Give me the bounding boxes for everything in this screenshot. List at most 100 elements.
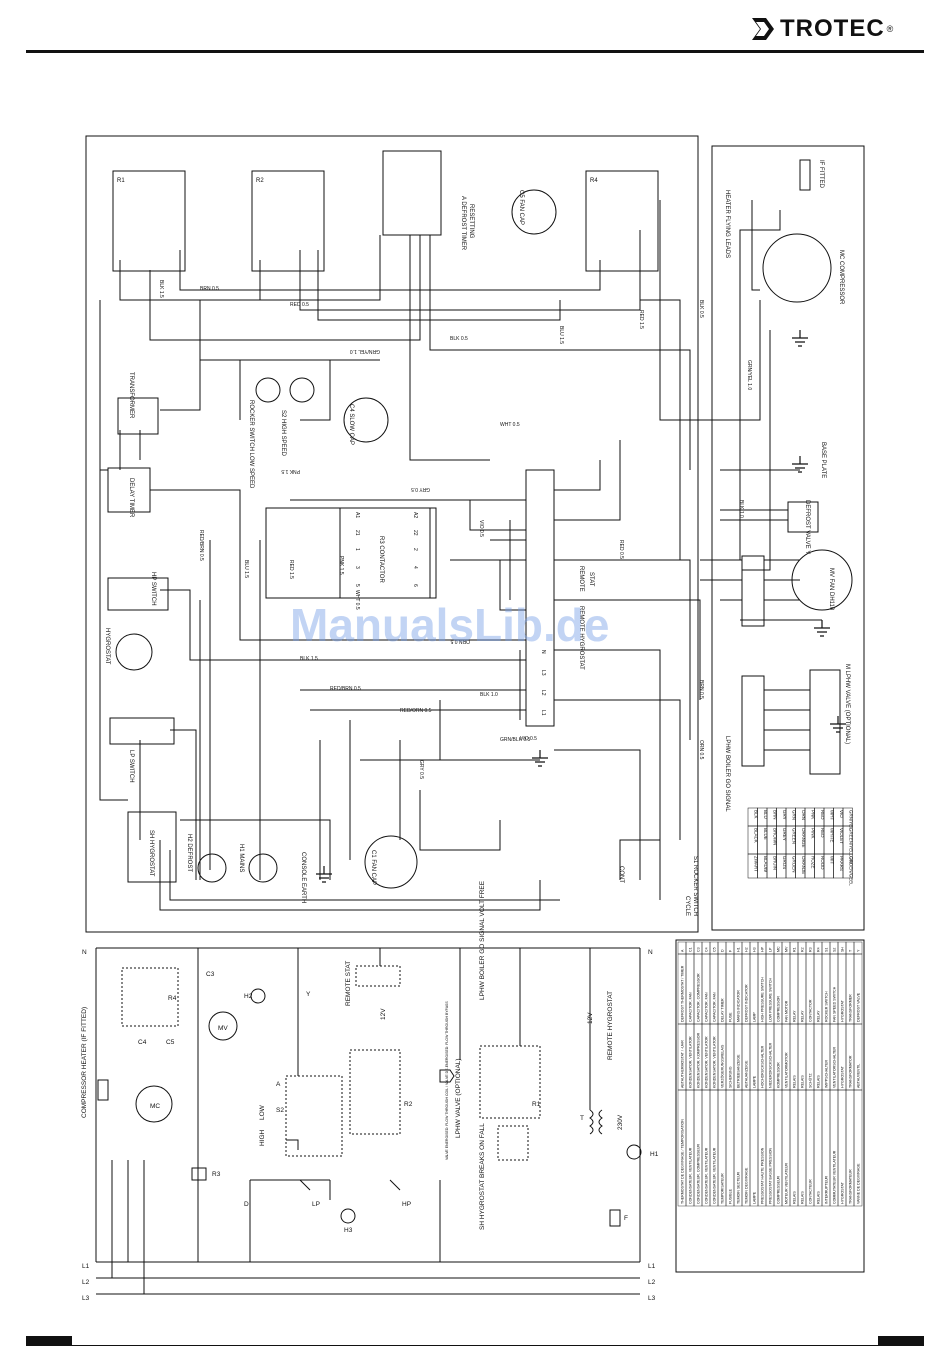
footer-bar bbox=[26, 1336, 924, 1346]
label-fan: MV FAN DH110 bbox=[828, 568, 834, 611]
schem-mc: MC bbox=[150, 1103, 160, 1110]
legend-text: INTERRUPTEUR bbox=[825, 1175, 829, 1204]
colour-table-text: PAARS bbox=[839, 856, 844, 871]
label-rocker: ROCKER SWITCH LOW SPEED bbox=[248, 400, 254, 489]
schem-lphw-boiler: LPHW BOILER GO SIGNAL VOLT FREE bbox=[479, 880, 486, 1000]
relay-r4 bbox=[585, 170, 659, 272]
colour-table-text: BLACK bbox=[754, 828, 759, 843]
legend-text: KONDENSATOR, VENTILATOR bbox=[689, 1036, 693, 1088]
legend-text: CONDENSATEUR, VENTILATEUR bbox=[705, 1147, 709, 1204]
wire bbox=[554, 559, 691, 740]
schem-c3: C3 bbox=[206, 971, 215, 978]
defrost-timer-box bbox=[382, 150, 442, 236]
wire-colour-label: BLK 0.5 bbox=[450, 336, 468, 342]
legend-text: S1 bbox=[825, 948, 829, 952]
label-remote: REMOTE bbox=[578, 566, 584, 592]
wire-colour-label: BLU 1.5 bbox=[243, 560, 249, 578]
footer-left-block bbox=[26, 1336, 72, 1346]
legend-text: RELAIS bbox=[817, 1191, 821, 1204]
wire bbox=[170, 729, 197, 880]
wire-colour-label: BLK 0.5 bbox=[698, 300, 704, 318]
legend-text: WIPPSCHALTER bbox=[825, 1060, 829, 1088]
legend-text: THERMOSTAT DE DEGIVRAGE / TEMPORISATION bbox=[681, 1119, 685, 1204]
schem-mv: MV bbox=[218, 1025, 228, 1032]
schem-remote-stat: REMOTE STAT bbox=[345, 961, 352, 1006]
schem-d: D bbox=[244, 1201, 249, 1208]
brand-logo: TROTEC® bbox=[752, 17, 893, 41]
colour-table-text: BRN bbox=[773, 810, 778, 820]
legend-text: CAPACITOR, FAN bbox=[713, 992, 717, 1022]
colour-table-text: ORN bbox=[801, 810, 806, 820]
schem-l1-right: L1 bbox=[648, 1263, 656, 1270]
colour-table-text: ROOD bbox=[820, 856, 825, 870]
legend-text: TEMOIN SECTEUR bbox=[737, 1171, 741, 1204]
label-h2-defrost: H2 DEFROST bbox=[186, 834, 192, 872]
colour-table-text: BLAUW bbox=[763, 856, 768, 873]
schem-r4: R4 bbox=[168, 995, 177, 1002]
schem-c4: C4 bbox=[138, 1039, 147, 1046]
contactor-terminal-label: 5 bbox=[354, 584, 360, 587]
contactor-terminal-label: A2 bbox=[412, 512, 418, 518]
legend-text: LAMP bbox=[753, 1012, 757, 1022]
legend-text: CONDENSATEUR, VENTILATEUR bbox=[713, 1147, 717, 1204]
legend-text: R1 bbox=[793, 947, 797, 952]
label-lphw-boiler: LPHW BOILER GO SIGNAL bbox=[724, 736, 730, 812]
legend-text: ROCKER SWITCH bbox=[825, 991, 829, 1022]
legend-text: RELAY bbox=[801, 1010, 805, 1022]
terminal-strip bbox=[525, 469, 555, 727]
fan-terminal-block bbox=[741, 555, 765, 767]
legend-text: T bbox=[849, 949, 853, 952]
wire bbox=[419, 790, 501, 851]
legend-text: TRANSFORMATEUR bbox=[849, 1169, 853, 1204]
wire-colour-label: BLK 1.0 bbox=[738, 500, 744, 518]
legend-text: SH bbox=[841, 947, 845, 952]
label-defrost-timer: A DEFROST TIMER bbox=[460, 196, 466, 251]
mains-terminal-label: L3 bbox=[540, 670, 546, 676]
label-lphw-valve: M LPHW VALVE (OPTIONAL) bbox=[844, 664, 850, 744]
colour-table-text: RED bbox=[820, 810, 825, 820]
legend-text: SICHERUNG bbox=[729, 1066, 733, 1088]
legend-text: FUSIBLE bbox=[729, 1188, 733, 1204]
schem-f: F bbox=[624, 1215, 628, 1222]
legend-text: KONDENSATOR, VENTILATOR bbox=[705, 1036, 709, 1088]
legend-text: D bbox=[721, 949, 725, 952]
colour-table-text: GROEN/GEEL bbox=[849, 856, 854, 886]
schem-12v-b: 12V bbox=[587, 1012, 594, 1024]
wire bbox=[554, 749, 641, 880]
schem-h3: H3 bbox=[344, 1227, 353, 1234]
fan-motor-circle bbox=[791, 549, 853, 611]
wire-colour-label: GRY 0.5 bbox=[411, 486, 430, 492]
legend-text: H2 bbox=[745, 947, 749, 952]
mains-terminal-label: N bbox=[540, 650, 546, 654]
wire-colour-label: GRN/YEL 1.0 bbox=[746, 360, 752, 390]
legend-text: COMPRESSOR bbox=[777, 996, 781, 1022]
wire-colour-label: BLK 1.5 bbox=[300, 656, 318, 662]
h1-lamp-circle bbox=[248, 853, 278, 883]
legend-text: C1 bbox=[689, 947, 693, 952]
contactor-terminal-label: A1 bbox=[354, 512, 360, 518]
rocker-fan-icon bbox=[255, 377, 281, 403]
legend-cell bbox=[789, 1089, 799, 1207]
wire bbox=[160, 589, 526, 661]
h2-lamp-circle bbox=[197, 853, 227, 883]
label-r2: R2 bbox=[256, 178, 264, 184]
schem-t: T bbox=[580, 1115, 584, 1122]
wire bbox=[499, 560, 526, 611]
legend-text: CONDENSATEUR, COMPRESSEUR bbox=[697, 1144, 701, 1204]
label-hp-switch: HP SWITCH bbox=[150, 572, 156, 606]
label-base-plate: BASE PLATE bbox=[820, 442, 826, 478]
legend-text: FUSE bbox=[729, 1012, 733, 1022]
label-r1: R1 bbox=[117, 178, 125, 184]
wire bbox=[300, 360, 331, 421]
colour-table-text: BLU bbox=[763, 810, 768, 819]
colour-table-text: BROWN bbox=[773, 828, 778, 845]
legend-text: RELAIS bbox=[793, 1075, 797, 1088]
legend-text: R4 bbox=[817, 947, 821, 952]
schem-l2: L2 bbox=[82, 1279, 90, 1286]
wire bbox=[619, 839, 660, 880]
legend-text: KOMPRESSOR bbox=[777, 1062, 781, 1088]
label-stat: STAT bbox=[588, 572, 594, 587]
label-c1: C1 FAN CAP bbox=[370, 850, 376, 885]
wire-colour-label: RED 1.5 bbox=[638, 310, 644, 329]
